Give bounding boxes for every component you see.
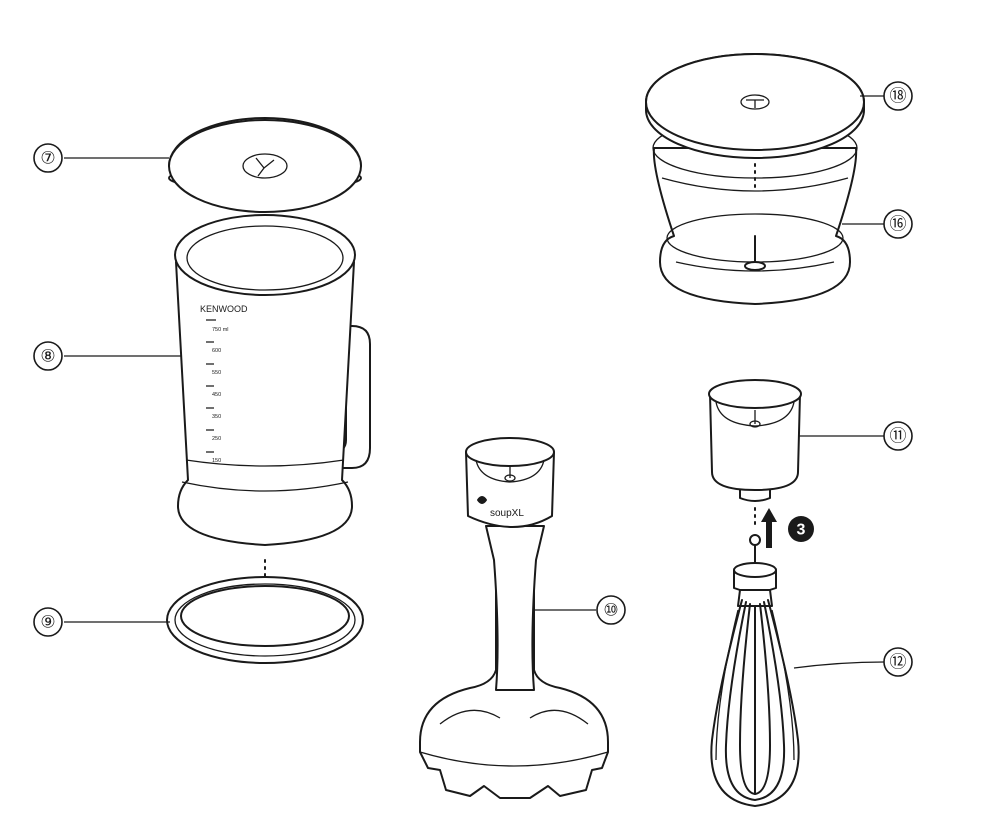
callout-whisk-collar: ⑪ (883, 421, 913, 451)
whisk (710, 534, 800, 807)
callout-chopper-lid: ⑱ (883, 81, 913, 111)
jug-brand-text: KENWOOD (200, 304, 248, 314)
callout-non-slip-base: ⑨ (33, 607, 63, 637)
svg-text:⑯: ⑯ (890, 215, 907, 234)
svg-text:⑱: ⑱ (890, 87, 907, 106)
callout-chopper-bowl: ⑯ (883, 209, 913, 239)
jug: KENWOOD 750 ml 600 550 450 350 250 150 (174, 214, 371, 546)
svg-text:⑫: ⑫ (890, 653, 907, 672)
svg-text:⑩: ⑩ (603, 601, 618, 620)
jug-graduation-750: 750 ml (212, 327, 229, 333)
callout-blender-shaft: ⑩ (596, 595, 626, 625)
jug-lid (168, 117, 362, 213)
svg-text:⑧: ⑧ (40, 347, 55, 366)
svg-text:⑦: ⑦ (40, 149, 55, 168)
svg-text:3: 3 (797, 522, 806, 539)
jug-graduation-600: 600 (212, 348, 221, 354)
jug-graduation-550: 550 (212, 370, 221, 376)
leader-line-whisk (793, 661, 885, 669)
non-slip-base (166, 576, 364, 664)
jug-graduation-450: 450 (212, 392, 221, 398)
callout-lid-small: ⑦ (33, 143, 63, 173)
jug-graduation-250: 250 (212, 436, 221, 442)
blender-shaft: soupXL (419, 437, 609, 799)
jug-graduation-150: 150 (212, 458, 221, 464)
shaft-label-text: soupXL (490, 508, 524, 519)
step-marker: 3 (788, 516, 814, 542)
callout-whisk: ⑫ (883, 647, 913, 677)
whisk-collar (708, 379, 802, 502)
jug-graduation-350: 350 (212, 414, 221, 420)
insert-direction-arrow (761, 508, 777, 548)
svg-text:⑪: ⑪ (890, 427, 907, 446)
svg-text:⑨: ⑨ (40, 613, 55, 632)
chopper-lid (645, 53, 865, 159)
callout-jug: ⑧ (33, 341, 63, 371)
